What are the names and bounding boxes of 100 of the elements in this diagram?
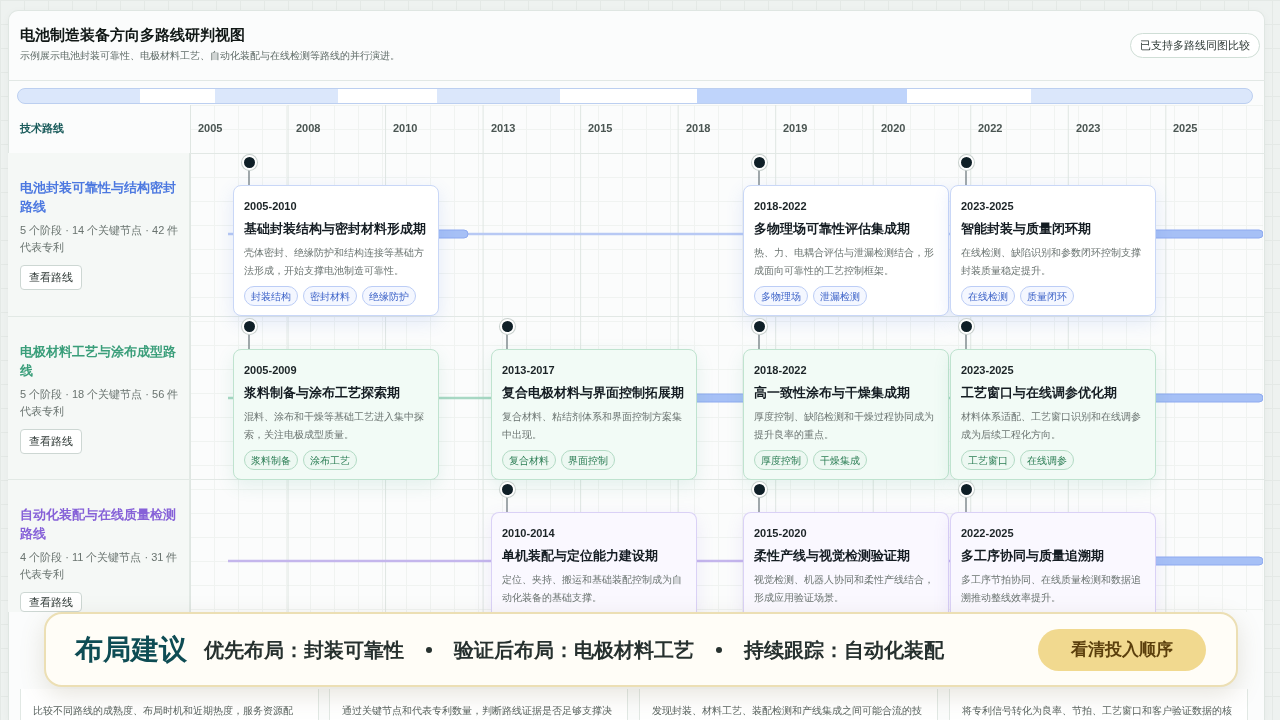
view-route-button: 查看路线 xyxy=(20,592,82,612)
stage-title: 基础封装结构与密封材料形成期 xyxy=(244,220,426,238)
stage-card xyxy=(743,512,949,612)
stage-years: 2010-2014 xyxy=(502,526,555,541)
stage-description: 热、力、电耦合评估与泄漏检测结合，形成面向可靠性的工艺控制框架。 xyxy=(754,246,935,278)
stage-description: 厚度控制、缺陷检测和干燥过程协同成为提升良率的重点。 xyxy=(754,410,935,442)
year-label: 2008 xyxy=(296,121,321,135)
route-stats: 5 个阶段 · 18 个关键节点 · 56 件代表专利 xyxy=(20,387,179,419)
keyword-tag: 在线检测 xyxy=(961,286,1015,306)
route-title: 电极材料工艺与涂布成型路线 xyxy=(20,343,177,380)
page-title: 电池制造装备方向多路线研判视图 xyxy=(20,25,245,45)
stage-description: 视觉检测、机器人协同和柔性产线结合，形成应用验证场景。 xyxy=(754,573,935,605)
stage-description: 材料体系适配、工艺窗口识别和在线调参成为后续工程化方向。 xyxy=(961,410,1142,442)
stage-title: 智能封装与质量闭环期 xyxy=(961,220,1091,238)
stage-card xyxy=(491,512,697,612)
stage-description: 在线检测、缺陷识别和参数闭环控制支撑封装质量稳定提升。 xyxy=(961,246,1142,278)
stage-title: 浆料制备与涂布工艺探索期 xyxy=(244,384,400,402)
stage-years: 2015-2020 xyxy=(754,526,807,541)
summary-text: 通过关键节点和代表专利数量，判断路线证据是否足够支撑决 xyxy=(342,704,613,718)
stage-card xyxy=(743,185,949,316)
stage-years: 2023-2025 xyxy=(961,363,1014,378)
stage-years: 2018-2022 xyxy=(754,199,807,214)
recommendation-item: 优先布局：封装可靠性 xyxy=(204,637,404,663)
page-subtitle: 示例展示电池封装可靠性、电极材料工艺、自动化装配与在线检测等路线的并行演进。 xyxy=(20,49,400,63)
stage-card xyxy=(743,349,949,480)
keyword-tag: 界面控制 xyxy=(561,450,615,470)
marker-stem-line xyxy=(506,495,508,513)
summary-card xyxy=(949,689,1248,720)
banner-heading: 布局建议 xyxy=(75,632,187,667)
keyword-tag: 封装结构 xyxy=(244,286,298,306)
stage-card xyxy=(491,349,697,480)
keyword-tag: 工艺窗口 xyxy=(961,450,1015,470)
stage-description: 复合材料、粘结剂体系和界面控制方案集中出现。 xyxy=(502,410,683,442)
keyword-tag: 涂布工艺 xyxy=(303,450,357,470)
keyword-tag: 浆料制备 xyxy=(244,450,298,470)
summary-card xyxy=(329,689,628,720)
stage-card xyxy=(233,185,439,316)
year-label: 2023 xyxy=(1076,121,1101,135)
marker-stem-line xyxy=(965,168,967,186)
axis-heading: 技术路线 xyxy=(20,121,64,135)
stage-title: 复合电极材料与界面控制拓展期 xyxy=(502,384,684,402)
stage-title: 工艺窗口与在线调参优化期 xyxy=(961,384,1117,402)
keyword-tag: 泄漏检测 xyxy=(813,286,867,306)
year-label: 2025 xyxy=(1173,121,1198,135)
stage-title: 多物理场可靠性评估集成期 xyxy=(754,220,910,238)
stage-years: 2005-2010 xyxy=(244,199,297,214)
keyword-tag: 干燥集成 xyxy=(813,450,867,470)
stage-years: 2018-2022 xyxy=(754,363,807,378)
keyword-tag: 复合材料 xyxy=(502,450,556,470)
keyword-tag: 质量闭环 xyxy=(1020,286,1074,306)
stage-years: 2022-2025 xyxy=(961,526,1014,541)
stage-description: 混料、涂布和干燥等基础工艺进入集中探索，关注电极成型质量。 xyxy=(244,410,425,442)
summary-card xyxy=(20,689,319,720)
route-header-panel xyxy=(8,480,190,612)
stage-title: 多工序协同与质量追溯期 xyxy=(961,547,1104,565)
keyword-tag: 多物理场 xyxy=(754,286,808,306)
year-label: 2010 xyxy=(393,121,418,135)
status-badge: 已支持多路线同图比较 xyxy=(1130,33,1260,58)
recommendation-item: 持续跟踪：自动化装配 xyxy=(744,637,944,663)
stage-title: 柔性产线与视觉检测验证期 xyxy=(754,547,910,565)
year-label: 2019 xyxy=(783,121,808,135)
year-label: 2018 xyxy=(686,121,711,135)
keyword-tag: 厚度控制 xyxy=(754,450,808,470)
marker-stem-line xyxy=(248,168,250,186)
view-route-button: 查看路线 xyxy=(20,429,82,454)
marker-stem-line xyxy=(758,332,760,350)
investment-order-button: 看清投入顺序 xyxy=(1038,628,1206,671)
keyword-tag: 绝缘防护 xyxy=(362,286,416,306)
stage-years: 2023-2025 xyxy=(961,199,1014,214)
year-label: 2022 xyxy=(978,121,1003,135)
keyword-tag: 密封材料 xyxy=(303,286,357,306)
stage-description: 壳体密封、绝缘防护和结构连接等基础方法形成，开始支撑电池制造可靠性。 xyxy=(244,246,425,278)
stage-card xyxy=(950,185,1156,316)
stage-description: 定位、夹持、搬运和基础装配控制成为自动化装备的基础支撑。 xyxy=(502,573,683,605)
summary-text: 比较不同路线的成熟度、布局时机和近期热度，服务资源配 xyxy=(33,704,294,718)
route-title: 电池封装可靠性与结构密封路线 xyxy=(20,179,177,216)
summary-text: 将专利信号转化为良率、节拍、工艺窗口和客户验证数据的核 xyxy=(962,704,1233,718)
stage-description: 多工序节拍协同、在线质量检测和数据追溯推动整线效率提升。 xyxy=(961,573,1142,605)
recommendation-banner xyxy=(44,612,1238,687)
year-label: 2013 xyxy=(491,121,516,135)
route-title: 自动化装配与在线质量检测路线 xyxy=(20,506,177,543)
year-label: 2020 xyxy=(881,121,906,135)
marker-stem-line xyxy=(758,495,760,513)
marker-stem-line xyxy=(248,332,250,350)
stage-card xyxy=(950,512,1156,612)
stage-card xyxy=(233,349,439,480)
keyword-tag: 在线调参 xyxy=(1020,450,1074,470)
stage-title: 单机装配与定位能力建设期 xyxy=(502,547,658,565)
route-header-panel xyxy=(8,317,190,480)
stage-title: 高一致性涂布与干燥集成期 xyxy=(754,384,910,402)
recommendation-item: 验证后布局：电极材料工艺 xyxy=(454,637,694,663)
year-label: 2005 xyxy=(198,121,223,135)
year-label: 2015 xyxy=(588,121,613,135)
route-stats: 5 个阶段 · 14 个关键节点 · 42 件代表专利 xyxy=(20,223,179,255)
marker-stem-line xyxy=(758,168,760,186)
view-route-button: 查看路线 xyxy=(20,265,82,290)
marker-stem-line xyxy=(965,332,967,350)
route-header-panel xyxy=(8,153,190,317)
stage-card xyxy=(950,349,1156,480)
route-stats: 4 个阶段 · 11 个关键节点 · 31 件代表专利 xyxy=(20,550,179,582)
